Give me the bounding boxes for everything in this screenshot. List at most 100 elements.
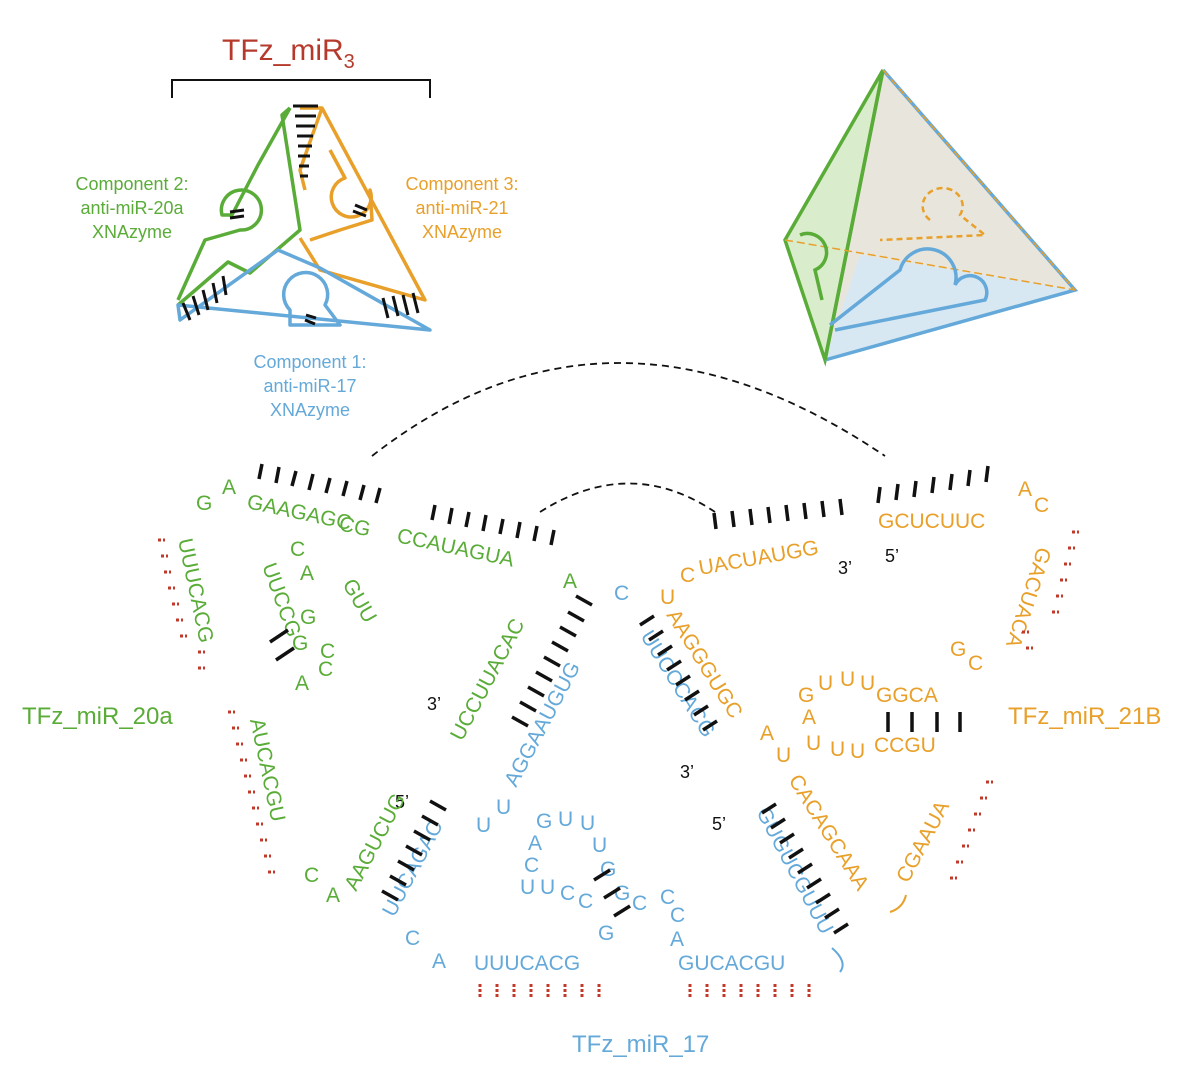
green-sequences: GA GAAGAGC CG CCAUAGUA A UUUCACG CA GUU … (173, 476, 577, 907)
svg-text:C: C (660, 886, 675, 909)
svg-text:C: C (578, 890, 593, 913)
dashed-arc-inner (539, 482, 716, 513)
svg-text:U: U (476, 814, 491, 837)
svg-text:C: C (968, 652, 983, 675)
green-seq-lower: AUCACGU (245, 716, 289, 824)
svg-text:A: A (563, 570, 577, 593)
svg-text:C: C (320, 640, 335, 663)
triangle-assembly-icon (176, 106, 432, 332)
svg-text:3’: 3’ (427, 694, 441, 714)
orange-seq-loop-top: GGCA (876, 684, 938, 707)
svg-text:5’: 5’ (712, 814, 726, 834)
svg-text:XNAzyme: XNAzyme (270, 400, 350, 420)
svg-text:C: C (632, 892, 647, 915)
svg-text:A: A (670, 928, 684, 951)
blue-seq-bottom-left: UUUCACG (474, 952, 580, 975)
label-tfz-mir-17: TFz_miR_17 (572, 1031, 709, 1058)
svg-text:U: U (496, 796, 511, 819)
svg-text:Component 3:: Component 3: (405, 174, 518, 194)
svg-text:U: U (806, 732, 821, 755)
svg-text:A: A (295, 672, 309, 695)
svg-text:A: A (222, 476, 236, 499)
green-seq-stem-diag: UCCUUACAC (446, 615, 529, 744)
svg-text:C: C (405, 927, 420, 950)
svg-text:G: G (536, 810, 552, 833)
green-seq-top-a: GAAGAGC (245, 490, 354, 535)
orange-sequences: GCUCUUC AC UACUAUGG CU GACUACA GC AAGGGU… (660, 478, 1055, 913)
svg-text:U: U (818, 672, 833, 695)
svg-text:C: C (318, 658, 333, 681)
svg-text:C: C (290, 538, 305, 561)
svg-text:U: U (580, 812, 595, 835)
blue-seq-diag: AGGAAUGUG (500, 658, 585, 790)
svg-text:U: U (840, 668, 855, 691)
svg-text:U: U (660, 586, 675, 609)
green-seq-loop-left: UUUCACG (173, 536, 218, 645)
component-3-label: Component 3: anti-miR-21 XNAzyme (405, 174, 518, 242)
svg-text:C: C (304, 864, 319, 887)
blue-sequences: AGGAAUGUG C UUCCCACG UU UUCAGAC CA UUUCA… (378, 582, 844, 975)
svg-text:XNAzyme: XNAzyme (422, 222, 502, 242)
svg-text:anti-miR-21: anti-miR-21 (415, 198, 508, 218)
svg-text:GUU: GUU (338, 575, 381, 627)
label-tfz-mir-20a: TFz_miR_20a (22, 703, 173, 730)
svg-text:C: C (614, 582, 629, 605)
svg-text:anti-miR-20a: anti-miR-20a (80, 198, 184, 218)
component-2-label: Component 2: anti-miR-20a XNAzyme (75, 174, 188, 242)
svg-text:G: G (300, 606, 316, 629)
base-pair-ticks (257, 463, 990, 935)
red-pairing-marks (158, 530, 1079, 998)
svg-text:3’: 3’ (680, 762, 694, 782)
header-title-subscript: 3 (344, 51, 355, 73)
svg-text:Component 2:: Component 2: (75, 174, 188, 194)
svg-text:A: A (326, 884, 340, 907)
svg-text:U: U (520, 876, 535, 899)
svg-text:U: U (860, 672, 875, 695)
svg-text:A: A (760, 722, 774, 745)
svg-text:G: G (614, 882, 630, 905)
green-seq-top-b: CG (337, 512, 373, 541)
svg-text:A: A (1018, 478, 1032, 501)
component-1-label: Component 1: anti-miR-17 XNAzyme (253, 352, 366, 420)
svg-text:UUCCG: UUCCG (257, 560, 305, 640)
green-seq-top-c: CCAUAGUA (395, 524, 516, 571)
svg-text:U: U (592, 834, 607, 857)
blue-seq-bottom-right: GUCACGU (678, 952, 785, 975)
svg-text:C: C (524, 854, 539, 877)
svg-text:G: G (798, 684, 814, 707)
header-title: TFz_miR3 (222, 34, 355, 73)
label-tfz-mir-21b: TFz_miR_21B (1008, 703, 1161, 730)
svg-text:A: A (300, 562, 314, 585)
orange-seq-right: GACUACA (1001, 544, 1055, 650)
svg-text:anti-miR-17: anti-miR-17 (263, 376, 356, 396)
svg-text:C: C (680, 564, 695, 587)
svg-text:3’: 3’ (838, 558, 852, 578)
orange-seq-top-left: UACUAUGG (697, 536, 821, 580)
orange-seq-tail: CGAAUA (892, 797, 954, 886)
svg-text:A: A (432, 950, 446, 973)
svg-text:G: G (950, 638, 966, 661)
svg-text:U: U (850, 740, 865, 763)
orange-seq-top: GCUCUUC (878, 510, 985, 533)
svg-text:A: A (802, 706, 816, 729)
tetrahedron-icon (783, 68, 1079, 367)
svg-text:C: C (560, 882, 575, 905)
svg-text:XNAzyme: XNAzyme (92, 222, 172, 242)
svg-text:U: U (776, 744, 791, 767)
svg-text:C: C (670, 904, 685, 927)
svg-text:U: U (830, 738, 845, 761)
header-title-group: TFz_miR3 (171, 34, 431, 98)
svg-text:G: G (292, 632, 308, 655)
svg-text:G: G (598, 922, 614, 945)
svg-text:C: C (1034, 494, 1049, 517)
svg-text:A: A (528, 832, 542, 855)
end-markers: 3’ 5’ 3’ 5’ 3’ 5’ (395, 546, 899, 834)
dashed-arc-outer (371, 362, 886, 457)
orange-seq-loop-bottom: CCGU (874, 734, 936, 757)
svg-text:5’: 5’ (885, 546, 899, 566)
svg-text:U: U (558, 808, 573, 831)
svg-text:U: U (540, 876, 555, 899)
triangle-base-pairs (181, 104, 420, 326)
header-bracket (171, 79, 431, 98)
